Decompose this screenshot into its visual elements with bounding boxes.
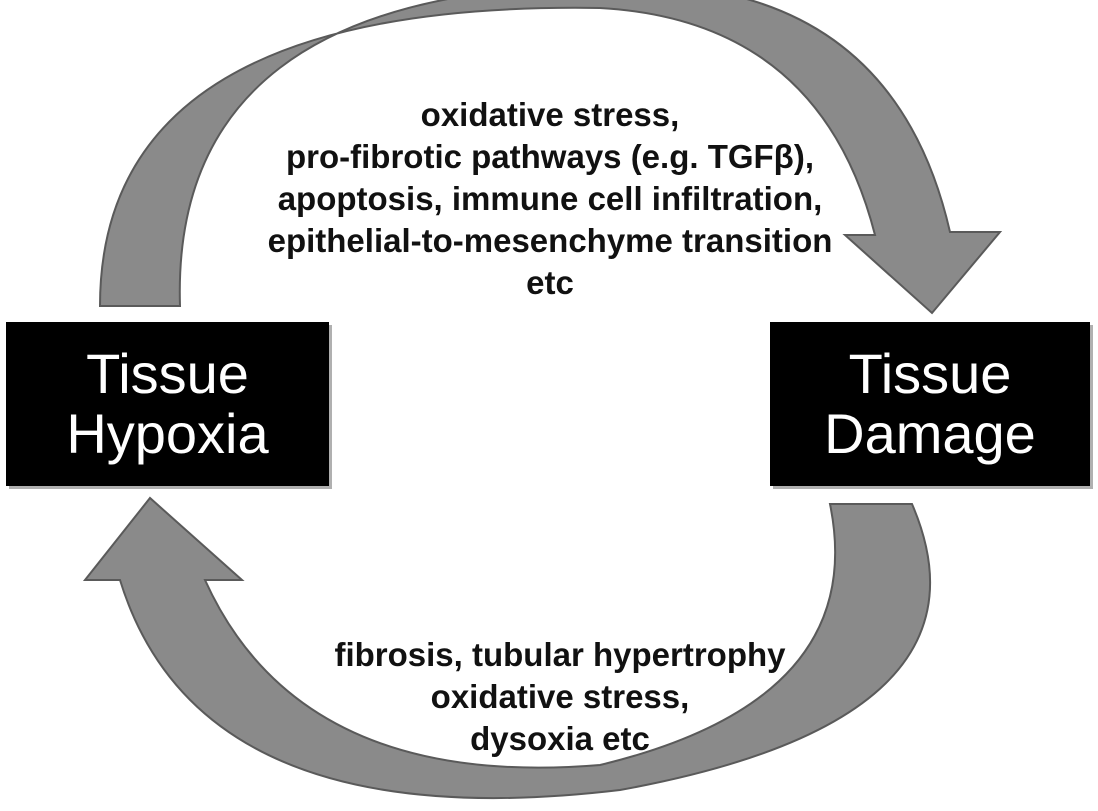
edge-label-top-line: etc xyxy=(526,264,574,301)
edge-label-top-line: pro-fibrotic pathways (e.g. TGFβ), xyxy=(286,138,814,175)
arrow-hypoxia-to-damage xyxy=(98,0,1003,315)
node-tissue-hypoxia: Tissue Hypoxia xyxy=(6,322,329,486)
edge-label-top: oxidative stress, pro-fibrotic pathways … xyxy=(200,94,900,304)
edge-label-top-line: epithelial-to-mesenchyme transition xyxy=(267,222,833,259)
node-hypoxia-line1: Tissue xyxy=(86,341,249,405)
node-damage-line2: Damage xyxy=(824,402,1036,465)
edge-label-top-line: oxidative stress, xyxy=(420,96,680,133)
edge-label-bottom-line: oxidative stress, xyxy=(430,678,690,715)
arrow-damage-to-hypoxia xyxy=(82,496,932,800)
edge-label-bottom-line: dysoxia etc xyxy=(470,720,650,757)
edge-label-bottom-line: fibrosis, tubular hypertrophy xyxy=(334,636,786,673)
edge-label-top-line: apoptosis, immune cell infiltration, xyxy=(277,180,823,217)
node-tissue-damage: Tissue Damage xyxy=(770,322,1090,486)
node-hypoxia-line2: Hypoxia xyxy=(66,402,269,465)
node-damage-line1: Tissue xyxy=(848,341,1012,405)
edge-label-bottom: fibrosis, tubular hypertrophy oxidative … xyxy=(260,634,860,760)
